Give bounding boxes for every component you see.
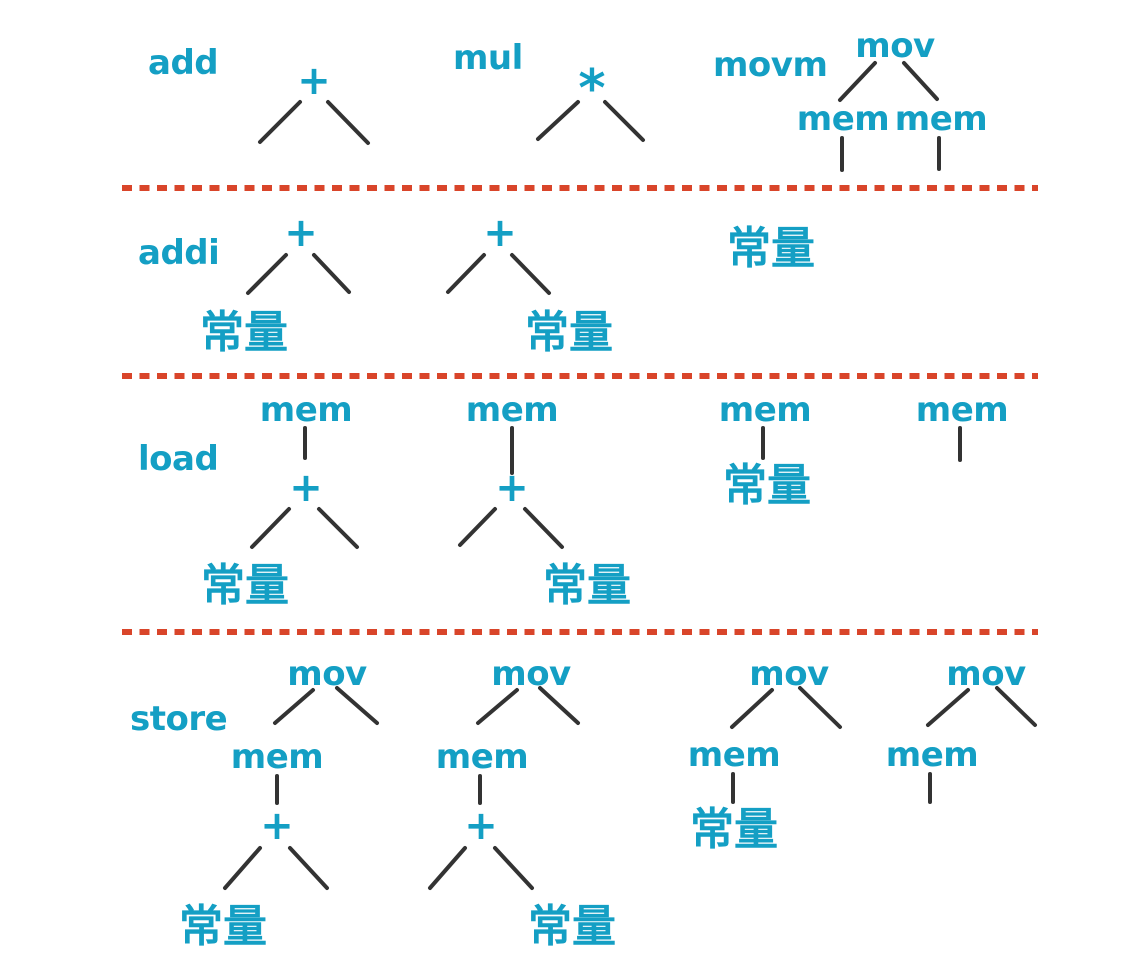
left-branch-line [446,253,486,294]
left-branch-line [223,846,262,890]
right-branch-line [493,846,534,890]
pattern-store-const: mov mem 常量 [688,654,842,855]
left-branch-line [730,688,774,729]
right-branch-line [510,253,551,295]
pattern-load-reg: mem [916,390,1009,462]
instruction-label-store: store [130,699,227,739]
mov-node: mov [287,654,367,694]
mem-node: mem [466,390,558,430]
instruction-label-load: load [138,439,218,479]
pattern-load-const: mem 常量 [719,390,812,511]
row-store: store mov mem + 常量 mov mem + 常量 mov [130,654,1037,952]
operator-node-plus: + [495,465,529,511]
constant-leaf: 常量 [179,901,267,952]
constant-leaf: 常量 [543,560,631,611]
pattern-store-reg: mov mem [886,654,1037,804]
left-branch-line [476,688,519,725]
row-add-mul-movm: add + mul * movm mov mem mem [148,26,988,172]
right-branch-line [603,100,645,142]
mem-node: mem [916,390,1008,430]
mem-node-left: mem [797,99,889,139]
left-branch-line [838,61,877,102]
left-branch-line [250,507,291,549]
left-branch-line [258,100,302,144]
operator-node-plus: + [483,210,517,256]
row-load: load mem + 常量 mem + 常量 mem 常量 mem [138,390,1009,611]
mem-node: mem [688,735,780,775]
right-branch-line [312,253,351,294]
pattern-addi-const-reg: + 常量 [200,210,351,358]
instruction-label-addi: addi [138,233,219,273]
constant-leaf: 常量 [528,901,616,952]
mov-node: mov [946,654,1026,694]
right-branch-line [902,61,939,101]
right-branch-line [538,686,580,725]
operator-node-plus: + [289,465,323,511]
constant-leaf: 常量 [525,307,613,358]
operator-node-plus: + [464,803,498,849]
operator-node-plus: + [260,803,294,849]
left-branch-line [246,253,288,295]
constant-leaf: 常量 [201,560,289,611]
pattern-store-plus-reg-const: mov mem + 常量 [428,654,616,952]
row-addi: addi + 常量 + 常量 常量 [138,210,815,358]
pattern-load-plus-reg-const: mem + 常量 [458,390,631,611]
right-branch-line [317,507,359,549]
instruction-label-movm: movm [713,45,827,85]
pattern-store-plus-const-reg: mov mem + 常量 [179,654,379,952]
left-branch-line [273,688,315,725]
mem-node: mem [260,390,352,430]
pattern-mul-reg-reg: * [536,59,645,142]
instruction-label-mul: mul [453,38,523,78]
pattern-load-plus-const-reg: mem + 常量 [201,390,359,611]
mov-node: mov [855,26,935,66]
instruction-label-add: add [148,43,218,83]
pattern-addi-reg-const: + 常量 [446,210,613,358]
left-branch-line [428,846,467,890]
left-branch-line [926,688,970,727]
pattern-add-reg-reg: + [258,58,370,145]
operator-node-plus: + [284,210,318,256]
constant-leaf: 常量 [200,307,288,358]
right-branch-line [326,100,370,145]
mem-node: mem [719,390,811,430]
mem-node-right: mem [895,99,987,139]
pattern-addi-const-only: 常量 [727,223,815,274]
mem-node: mem [231,737,323,777]
mov-node: mov [491,654,571,694]
constant-leaf: 常量 [727,223,815,274]
pattern-movm-mem-mem: mov mem mem [797,26,988,172]
operator-node-star: * [578,59,605,119]
left-branch-line [536,100,580,141]
right-branch-line [335,686,379,725]
constant-leaf: 常量 [690,804,778,855]
constant-leaf: 常量 [723,460,811,511]
mem-node: mem [886,735,978,775]
mem-node: mem [436,737,528,777]
right-branch-line [288,846,329,890]
right-branch-line [995,686,1037,727]
left-branch-line [458,507,497,547]
operator-node-plus: + [297,58,331,104]
right-branch-line [798,686,842,729]
right-branch-line [523,507,564,549]
mov-node: mov [749,654,829,694]
